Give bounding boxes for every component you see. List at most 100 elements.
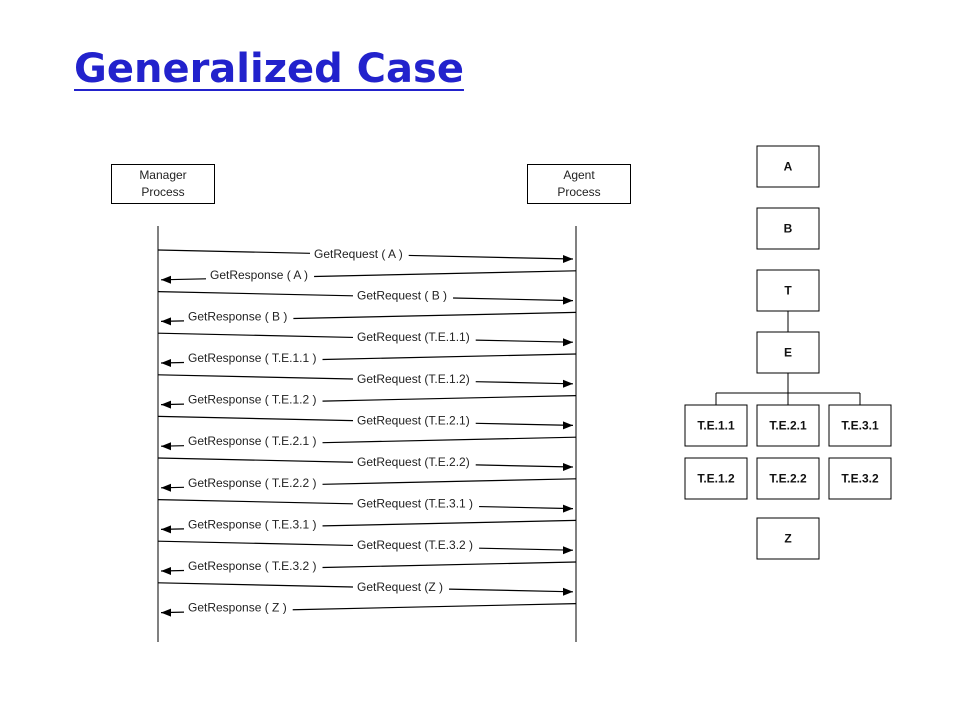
message-label: GetRequest (T.E.1.2) [357, 372, 470, 386]
message-line [322, 478, 577, 485]
message-label: GetRequest (T.E.2.1) [357, 413, 470, 427]
message-label: GetResponse ( A ) [210, 268, 308, 282]
tree-node-label: T.E.3.1 [841, 419, 879, 433]
message-line [322, 561, 577, 569]
tree-node-label: T.E.1.1 [697, 419, 735, 433]
mib-tree: A B T E T.E.1.1 T.E.2.1 T.E.3.1T.E.1.2 T.E.2.2 T… [684, 145, 892, 560]
manager-process-box: Manager Process [111, 164, 215, 204]
arrowhead [161, 400, 171, 409]
tree-node-label: Z [784, 532, 791, 546]
tree-node-label: B [784, 222, 793, 236]
arrowhead [161, 442, 171, 451]
message-label: GetResponse ( T.E.1.2 ) [188, 393, 317, 407]
message-request: GetRequest (T.E.3.2 ) [157, 538, 574, 555]
message-request: GetRequest (T.E.1.2) [157, 372, 574, 388]
tree-node-z: Z [756, 517, 820, 560]
message-line [157, 540, 354, 547]
message-response: GetResponse ( T.E.3.1 ) [160, 517, 577, 534]
message-label: GetResponse ( T.E.2.2 ) [188, 476, 317, 490]
message-line [475, 381, 574, 385]
tree-node-label: T [784, 284, 792, 298]
arrowhead [563, 421, 573, 430]
message-line [322, 519, 577, 527]
message-response: GetResponse ( B ) [160, 309, 577, 326]
tree-node-label: T.E.2.1 [769, 419, 807, 433]
message-label: GetResponse ( B ) [188, 309, 287, 323]
message-label: GetResponse ( T.E.3.1 ) [188, 517, 317, 531]
message-line [449, 588, 574, 593]
message-response: GetResponse ( T.E.3.2 ) [160, 559, 577, 575]
message-label: GetRequest (T.E.3.1 ) [357, 497, 473, 511]
message-label: GetRequest ( A ) [314, 247, 403, 261]
message-line [292, 603, 577, 611]
tree-node-e: E [756, 331, 820, 374]
message-line [475, 464, 574, 468]
message-line [453, 297, 574, 302]
message-response: GetResponse ( T.E.1.1 ) [160, 351, 577, 367]
tree-node-b: B [756, 207, 820, 250]
arrowhead [161, 567, 171, 575]
message-line [322, 395, 577, 402]
arrowhead [563, 296, 573, 305]
message-line [157, 499, 354, 505]
agent-process-box: Agent Process [527, 164, 631, 204]
message-label: GetResponse ( T.E.2.1 ) [188, 434, 317, 448]
message-line [475, 422, 574, 426]
tree-node-te11: T.E.1.1 [684, 404, 748, 447]
arrowhead [563, 546, 573, 555]
message-request: GetRequest ( A ) [157, 247, 574, 263]
arrowhead [563, 379, 573, 388]
tree-node-te22: T.E.2.2 [756, 457, 820, 500]
message-request: GetRequest ( B ) [157, 289, 574, 305]
tree-node-t: T [756, 269, 820, 312]
message-line [157, 415, 354, 422]
message-line [293, 311, 577, 320]
arrowhead [161, 317, 171, 326]
message-response: GetResponse ( A ) [160, 268, 577, 284]
message-response: GetResponse ( T.E.1.2 ) [160, 393, 577, 409]
message-line [322, 353, 577, 361]
message-line [157, 332, 354, 339]
message-line [322, 436, 577, 444]
message-line [157, 374, 354, 380]
tree-node-label: T.E.3.2 [841, 472, 879, 486]
tree-node-label: E [784, 346, 792, 360]
arrowhead [563, 338, 573, 347]
message-label: GetRequest ( B ) [357, 289, 447, 303]
tree-node-te12: T.E.1.2 [684, 457, 748, 500]
message-request: GetRequest (Z ) [157, 580, 574, 596]
message-label: GetRequest (T.E.2.2) [357, 455, 470, 469]
arrowhead [161, 359, 171, 367]
message-request: GetRequest (T.E.2.1) [157, 413, 574, 430]
arrowhead [563, 504, 573, 513]
tree-node-label: A [784, 160, 793, 174]
arrowhead [563, 255, 573, 263]
tree-node-a: A [756, 145, 820, 188]
tree-node-label: T.E.1.2 [697, 472, 735, 486]
message-response: GetResponse ( T.E.2.1 ) [160, 434, 577, 451]
tree-node-te21: T.E.2.1 [756, 404, 820, 447]
message-label: GetResponse ( Z ) [188, 601, 287, 615]
arrowhead [161, 525, 171, 534]
arrowhead [161, 608, 171, 617]
message-request: GetRequest (T.E.1.1) [157, 330, 574, 347]
message-label: GetResponse ( T.E.1.1 ) [188, 351, 317, 365]
arrowhead [563, 463, 573, 471]
message-request: GetRequest (T.E.2.2) [157, 455, 574, 471]
message-line [479, 547, 574, 551]
message-label: GetRequest (T.E.1.1) [357, 330, 470, 344]
message-request: GetRequest (T.E.3.1 ) [157, 497, 574, 513]
message-line [475, 339, 574, 343]
message-line [157, 291, 354, 297]
message-line [408, 254, 574, 260]
arrowhead [161, 483, 171, 492]
arrowhead [563, 587, 573, 596]
message-line [314, 270, 577, 278]
tree-node-te32: T.E.3.2 [828, 457, 892, 500]
message-label: GetRequest (T.E.3.2 ) [357, 538, 473, 552]
message-response: GetResponse ( Z ) [160, 601, 577, 617]
page-title: Generalized Case [74, 46, 464, 92]
tree-node-te31: T.E.3.1 [828, 404, 892, 447]
message-line [157, 249, 311, 254]
